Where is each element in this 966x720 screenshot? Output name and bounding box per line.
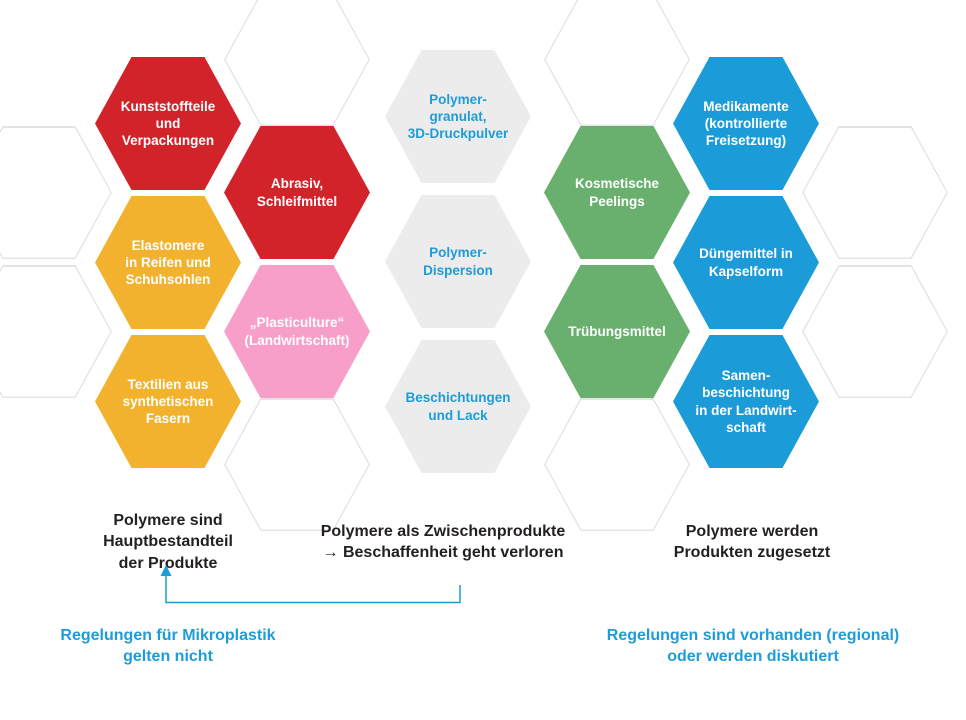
hexagon-abrasiv: Abrasiv, Schleifmittel (224, 126, 370, 259)
hexagon-kunststoffteile: Kunststoffteile und Verpackungen (95, 57, 241, 190)
background-hexagon (802, 126, 948, 259)
note-regulation-right: Regelungen sind vorhanden (regional) ode… (606, 627, 900, 666)
caption-additives: Polymere werden Produkten zugesetzt (673, 523, 831, 562)
hexagon-elastomere: Elastomere in Reifen und Schuhsohlen (95, 196, 241, 329)
hexagon-medikamente: Medikamente (kontrollierte Freisetzung) (673, 57, 819, 190)
hexagon-label: Düngemittel in Kapselform (699, 246, 793, 279)
hexagon-label: Polymer- granulat, 3D-Druckpulver (407, 91, 509, 142)
background-hexagon (802, 265, 948, 398)
hexagon-label: Kosmetische Peelings (574, 176, 660, 209)
hexagon-label: Samen- beschichtung in der Landwirt- sch… (695, 367, 797, 435)
hexagon-kosmetische: Kosmetische Peelings (544, 126, 690, 259)
hexagon-polymergranulat: Polymer- granulat, 3D-Druckpulver (385, 50, 531, 183)
caption-main-ingredient: Polymere sind Hauptbestandteil der Produ… (103, 512, 233, 572)
hexagon-samenbeschichtung: Samen- beschichtung in der Landwirt- sch… (673, 335, 819, 468)
hexagon-label: Textilien aus synthetischen Fasern (122, 376, 214, 427)
hexagon-label: Beschichtungen und Lack (405, 390, 511, 423)
hexagon-label: Abrasiv, Schleifmittel (256, 176, 338, 209)
hexagon-label: Kunststoffteile und Verpackungen (120, 98, 216, 149)
caption-intermediates: Polymere als Zwischenprodukte → Beschaff… (320, 523, 566, 562)
background-hexagon (0, 265, 112, 398)
hexagon-label: Polymer- Dispersion (423, 245, 493, 278)
background-hexagon (0, 126, 112, 259)
hexagon-label: „Plasticulture“ (Landwirtschaft) (244, 315, 350, 348)
hexagon-beschichtungen: Beschichtungen und Lack (385, 340, 531, 473)
background-hexagon (224, 0, 370, 126)
hexagon-duengemittel: Düngemittel in Kapselform (673, 196, 819, 329)
background-hexagon (544, 0, 690, 126)
note-regulation-left: Regelungen für Mikroplastik gelten nicht (60, 627, 276, 666)
hexagon-polymerdispersion: Polymer- Dispersion (385, 195, 531, 328)
background-hexagon (544, 398, 690, 531)
hexagon-label: Elastomere in Reifen und Schuhsohlen (125, 237, 211, 288)
hexagon-label: Trübungsmittel (568, 323, 666, 339)
hexagon-label: Medikamente (kontrollierte Freisetzung) (703, 98, 789, 149)
hexagon-plasticulture: „Plasticulture“ (Landwirtschaft) (224, 265, 370, 398)
hexagon-textilien: Textilien aus synthetischen Fasern (95, 335, 241, 468)
hexagon-truebungsmittel: Trübungsmittel (544, 265, 690, 398)
